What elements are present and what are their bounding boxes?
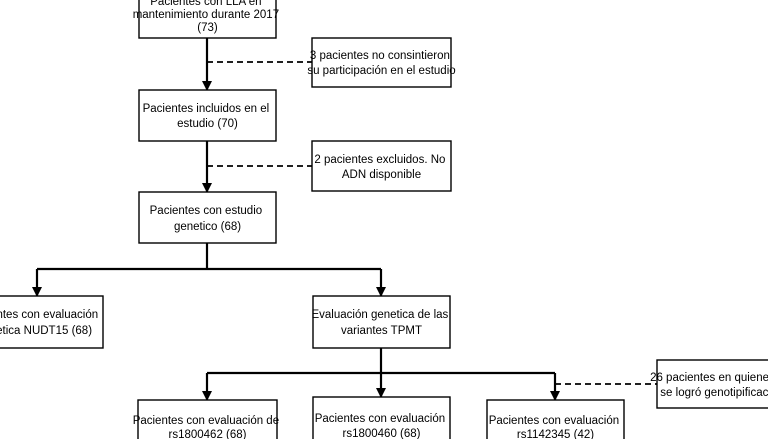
label-mantenimiento-line-1: Pacientes con LLA en — [150, 0, 261, 8]
label-rs1142345-line-2: rs1142345 (42) — [517, 429, 594, 439]
box-excluidos — [311, 140, 452, 192]
label-estudio-genetico: Pacientes con estudio genetico (68) — [150, 205, 266, 233]
box-rs1142345 — [486, 399, 625, 439]
label-excluidos-line-1: 2 pacientes excluidos. No — [314, 154, 445, 166]
box-tpmt — [312, 295, 451, 349]
label-no-consintieron-line-2: su participación en el estudio — [307, 65, 455, 77]
box-mantenimiento — [138, 0, 277, 39]
label-mantenimiento: Pacientes con LLA en mantenimiento duran… — [133, 0, 283, 34]
label-incluidos: Pacientes incluidos en el estudio (70) — [143, 103, 273, 130]
box-nudt15 — [0, 295, 104, 349]
label-nudt15: Pacientes con evaluación genetica NUDT15… — [0, 309, 101, 337]
label-mantenimiento-line-2: mantenimiento durante 2017 — [133, 9, 279, 21]
label-estudio-genetico-line-1: Pacientes con estudio — [150, 205, 263, 217]
label-estudio-genetico-line-2: genetico (68) — [174, 221, 241, 233]
box-no-genotipificacion — [656, 359, 768, 409]
label-rs1800462: Pacientes con evaluación de rs1800462 (6… — [133, 415, 283, 439]
label-nudt15-line-2: genetica NUDT15 (68) — [0, 325, 92, 337]
box-rs1800462 — [137, 399, 278, 439]
label-incluidos-line-2: estudio (70) — [177, 118, 238, 130]
box-incluidos — [138, 89, 277, 142]
label-tpmt-line-2: variantes TPMT — [341, 325, 422, 337]
label-tpmt-line-1: Evaluación genetica de las — [311, 309, 448, 321]
label-rs1800462-line-2: rs1800462 (68) — [169, 429, 247, 439]
label-mantenimiento-line-3: (73) — [197, 22, 218, 34]
label-rs1142345-line-1: Pacientes con evaluación — [489, 415, 619, 427]
label-excluidos: 2 pacientes excluidos. No ADN disponible — [314, 154, 448, 181]
label-excluidos-line-2: ADN disponible — [342, 169, 421, 181]
label-no-consintieron-line-1: 3 pacientes no consintieron — [310, 50, 450, 62]
label-rs1800460: Pacientes con evaluación rs1800460 (68) — [315, 413, 449, 439]
box-estudio-genetico — [138, 191, 277, 244]
label-no-genotipificacion-line-2: se logró genotipificación — [660, 387, 768, 399]
label-no-consintieron: 3 pacientes no consintieron su participa… — [307, 50, 455, 77]
label-nudt15-line-1: Pacientes con evaluación — [0, 309, 98, 321]
label-rs1800460-line-2: rs1800460 (68) — [343, 428, 421, 439]
label-rs1800462-line-1: Pacientes con evaluación de — [133, 415, 279, 427]
label-rs1800460-line-1: Pacientes con evaluación — [315, 413, 445, 425]
box-no-consintieron — [311, 37, 452, 88]
label-tpmt: Evaluación genetica de las variantes TPM… — [311, 309, 451, 337]
label-rs1142345: Pacientes con evaluación rs1142345 (42) — [489, 415, 623, 439]
box-rs1800460 — [312, 396, 451, 439]
label-incluidos-line-1: Pacientes incluidos en el — [143, 103, 270, 115]
